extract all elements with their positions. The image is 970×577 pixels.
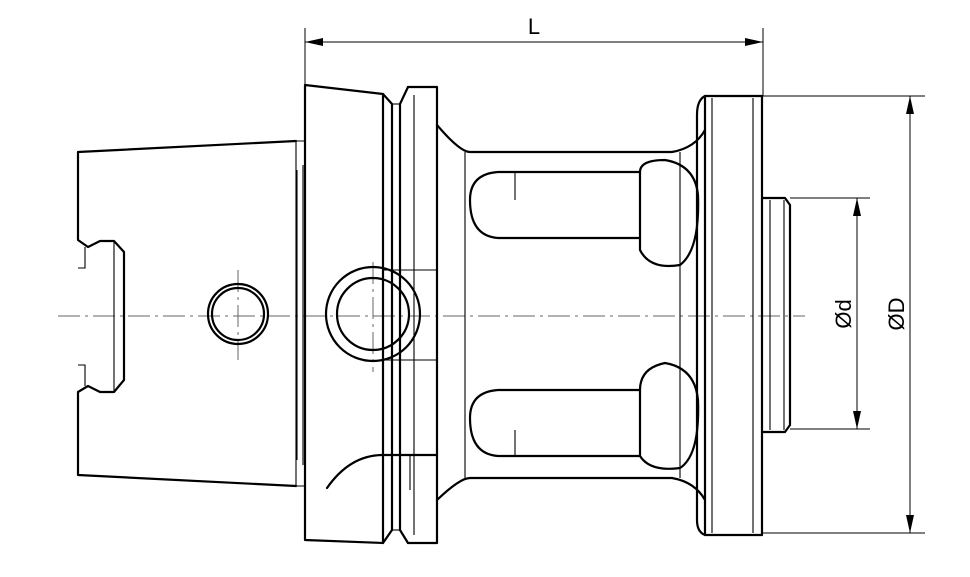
taper-shank	[76, 139, 298, 488]
inner-diameter-label: Ød	[831, 299, 856, 328]
pilot	[760, 196, 792, 434]
outer-diameter-label: ØD	[884, 298, 909, 331]
front-disk	[695, 94, 764, 537]
dimension-outer-diameter	[763, 95, 925, 534]
dimension-length	[304, 28, 764, 96]
centerlines	[58, 262, 805, 372]
flange	[296, 83, 439, 545]
drive-holes	[206, 265, 422, 363]
length-label: L	[528, 14, 540, 39]
dimension-inner-diameter	[790, 197, 870, 430]
